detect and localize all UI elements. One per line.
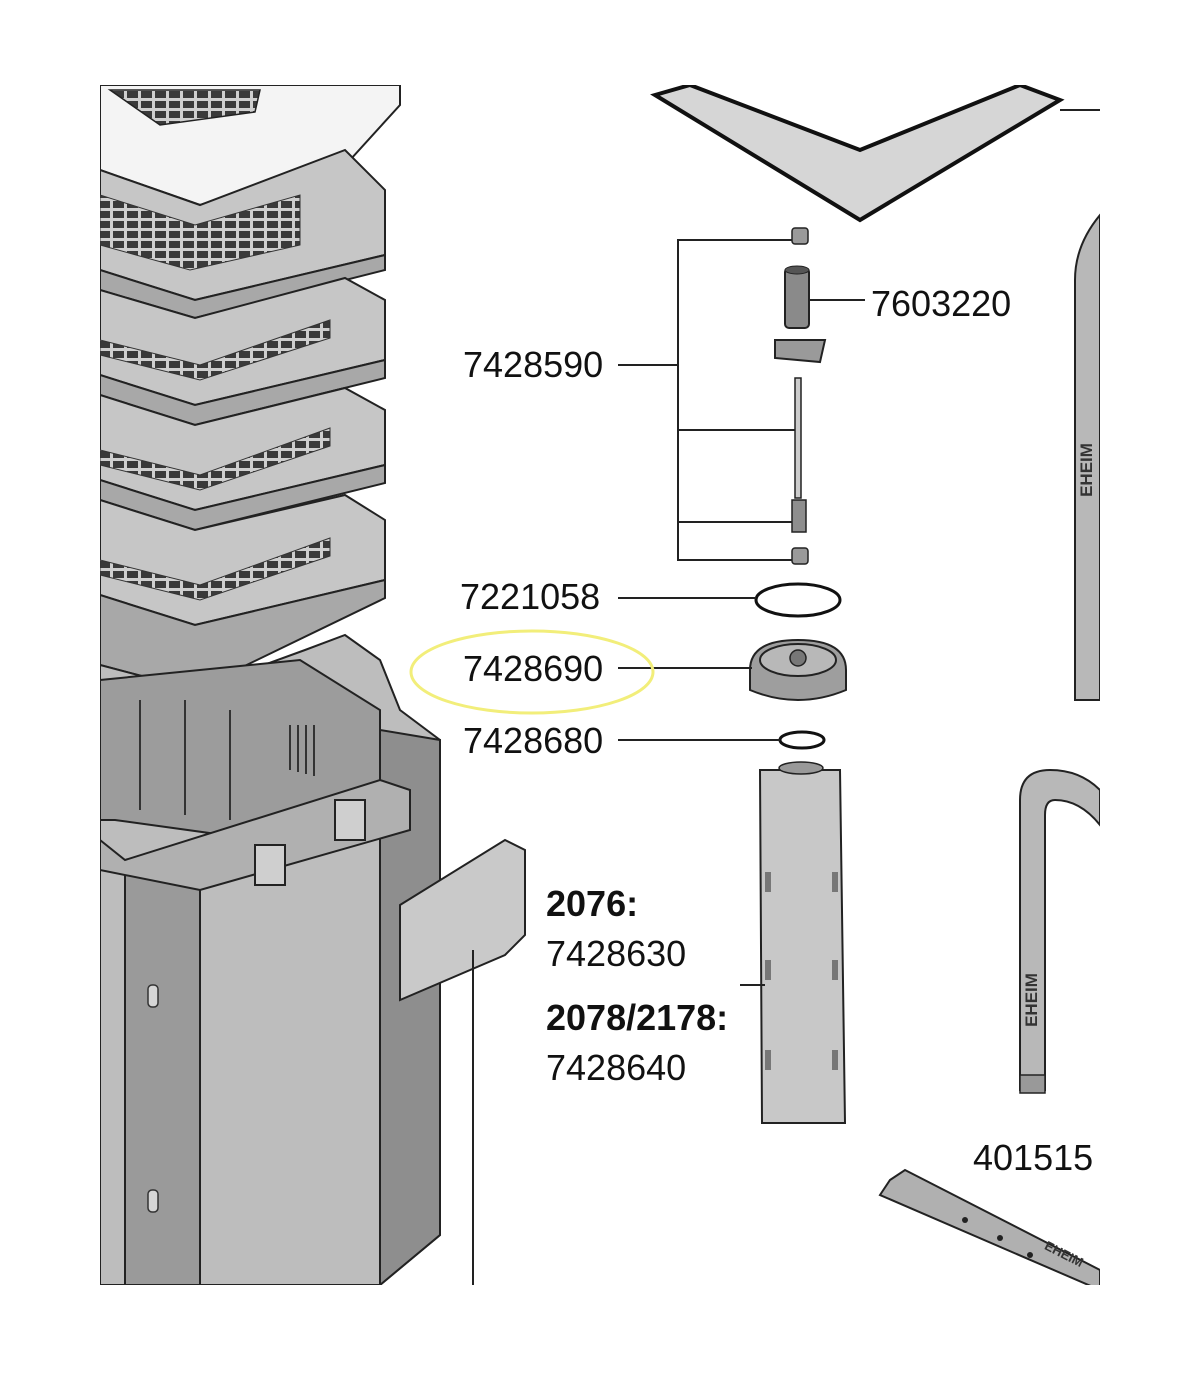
tube-brand-lower: EHEIM	[1022, 973, 1041, 1027]
label-model-2076: 2076:	[546, 883, 639, 924]
tube-brand-upper: EHEIM	[1077, 443, 1096, 497]
o-ring-large	[754, 582, 842, 618]
label-model-2078-part: 7428640	[546, 1047, 687, 1088]
filter-tray-2	[100, 276, 386, 427]
filter-tray-4	[100, 493, 386, 692]
filter-tray-1	[100, 148, 386, 320]
label-model-2076-part: 7428630	[546, 933, 687, 974]
intake-housing	[758, 761, 847, 1124]
tank-gasket	[650, 85, 1065, 223]
filter-tray-3	[100, 386, 386, 532]
pump-cover	[749, 638, 847, 701]
impeller-blades	[774, 339, 827, 364]
label-o-ring-large: 7221058	[460, 576, 601, 617]
highlight-ring	[409, 629, 655, 715]
label-impeller: 7603220	[871, 283, 1012, 324]
pipe-tubes	[878, 213, 1100, 1285]
canister-body	[100, 633, 526, 1285]
impeller-set-bracket	[677, 239, 795, 561]
label-model-2078-2178: 2078/2178:	[546, 997, 729, 1038]
lid-vent-grid	[107, 89, 261, 126]
label-impeller-set: 7428590	[463, 344, 604, 385]
impeller-shaft	[794, 377, 802, 499]
filter-canister	[100, 85, 526, 1285]
label-pump-cover: 7428690	[463, 648, 604, 689]
impeller-magnet	[784, 267, 810, 329]
o-ring-small	[778, 730, 826, 750]
impeller-assembly	[618, 227, 865, 1124]
label-o-ring-small: 7428680	[463, 720, 604, 761]
label-tube-part: 401515	[973, 1140, 1094, 1176]
